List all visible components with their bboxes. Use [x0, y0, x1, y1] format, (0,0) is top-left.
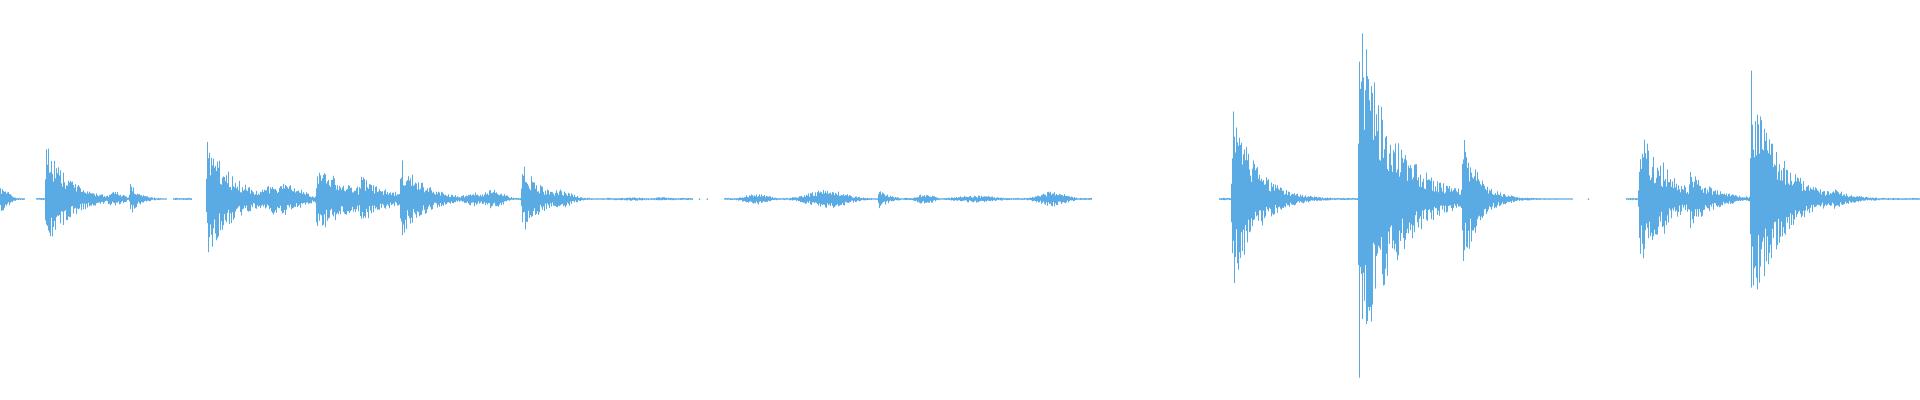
waveform-dot — [1555, 198, 1557, 200]
waveform-dot — [1587, 198, 1590, 200]
waveform-dot — [664, 198, 666, 200]
waveform-dot — [1088, 198, 1090, 200]
waveform-series — [0, 33, 1920, 378]
waveform-dot — [635, 198, 637, 200]
waveform-dot — [921, 198, 923, 200]
waveform-dot — [706, 198, 708, 200]
waveform-dot — [1056, 198, 1058, 200]
waveform-dot — [698, 198, 701, 200]
waveform-dot — [1075, 198, 1077, 200]
waveform-dot — [862, 198, 864, 200]
waveform-dot — [906, 198, 908, 200]
